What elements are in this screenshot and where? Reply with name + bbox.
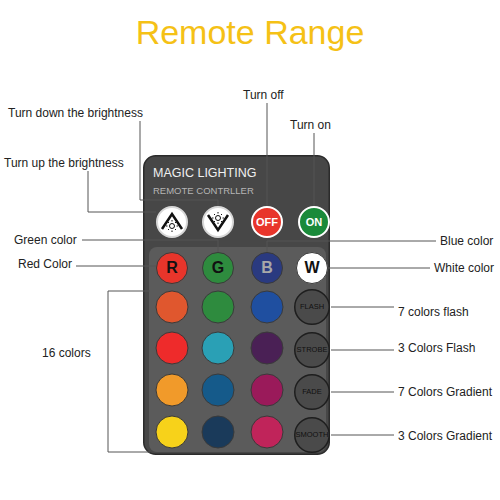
button-label: SMOOTH — [296, 431, 329, 439]
button-circle — [295, 333, 330, 368]
button-circle — [252, 207, 282, 237]
color-button: B — [251, 252, 283, 284]
button-label: R — [166, 259, 178, 277]
callout-label: 7 Colors Gradient — [398, 384, 492, 400]
mode-button: SMOOTH — [294, 417, 330, 453]
button-circle — [295, 418, 330, 453]
remote-shell — [144, 156, 330, 455]
remote-body: MAGIC LIGHTING REMOTE CONTRLLER OFF ON R G B W F… — [143, 155, 330, 455]
callout-label: 16 colors — [42, 345, 91, 361]
title: Remote Range — [0, 12, 500, 52]
callout-label: Green color — [14, 232, 77, 248]
brand-name: MAGIC LIGHTING — [153, 167, 256, 181]
button-circle — [252, 253, 283, 284]
leader-line — [331, 307, 394, 308]
leader-line — [331, 350, 394, 351]
color-button: W — [296, 252, 328, 284]
mode-button: STROBE — [294, 332, 330, 368]
button-circle — [299, 207, 329, 237]
callout-label: Blue color — [440, 233, 493, 249]
button-circle — [295, 375, 330, 410]
color-button: G — [202, 252, 234, 284]
button-circle — [203, 253, 234, 284]
button-label: G — [212, 259, 224, 277]
color-button: R — [156, 252, 188, 284]
button-label: STROBE — [297, 346, 328, 354]
callout-label: Turn off — [243, 87, 284, 103]
mode-button: FADE — [294, 374, 330, 410]
button-label: ON — [306, 216, 323, 228]
button-circle — [295, 290, 330, 325]
button-label: FLASH — [300, 303, 324, 311]
mode-button: FLASH — [294, 289, 330, 325]
off-button: OFF — [251, 206, 283, 238]
callout-label: Turn up the brightness — [4, 155, 124, 171]
button-label: OFF — [256, 216, 278, 228]
callout-label: Turn down the brightness — [8, 105, 143, 121]
leader-line — [331, 435, 394, 436]
on-button: ON — [298, 206, 330, 238]
leader-line — [328, 268, 430, 269]
button-circle — [157, 253, 188, 284]
callout-label: 3 Colors Gradient — [398, 428, 492, 444]
button-label: W — [304, 259, 319, 277]
callout-label: 3 Colors Flash — [398, 340, 475, 356]
button-circle — [297, 253, 328, 284]
callout-label: 7 colors flash — [398, 304, 469, 320]
leader-line — [331, 392, 394, 393]
callout-label: Red Color — [18, 256, 72, 272]
callout-label: Turn on — [290, 117, 331, 133]
device-name: REMOTE CONTRLLER — [153, 186, 254, 196]
callout-label: White color — [434, 260, 494, 276]
button-label: FADE — [302, 388, 322, 396]
button-label: B — [261, 259, 273, 277]
